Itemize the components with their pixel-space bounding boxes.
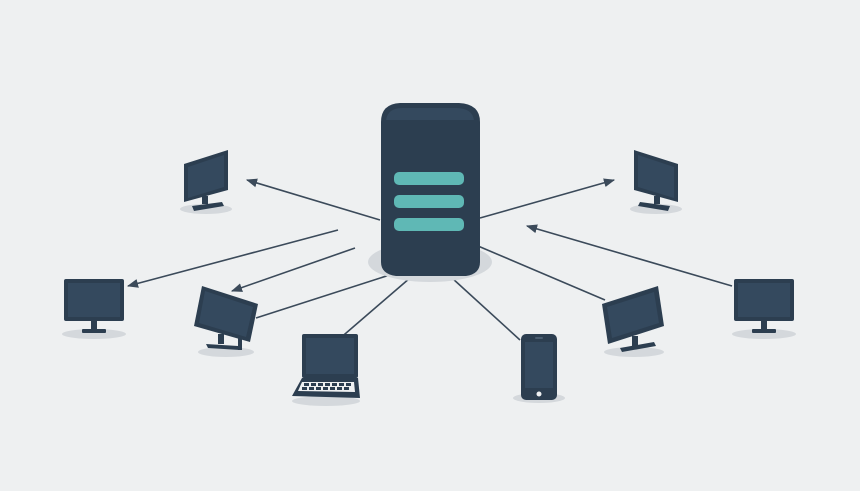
desktop-monitor-icon xyxy=(630,150,682,214)
connector-monitor-angled-right xyxy=(477,245,606,301)
server-tower-icon xyxy=(368,103,492,282)
server-status-bar-2 xyxy=(394,195,464,208)
desktop-monitor-icon xyxy=(194,286,258,357)
connector-smartphone xyxy=(451,277,521,341)
server-status-bar-1 xyxy=(394,172,464,185)
desktop-monitor-icon xyxy=(180,150,232,214)
connector-laptop xyxy=(337,277,411,341)
connector-monitor-angled-left-2 xyxy=(255,269,406,319)
laptop-icon xyxy=(292,334,360,406)
desktop-monitor-icon xyxy=(62,279,126,339)
desktop-monitor-icon xyxy=(602,286,664,357)
connector-monitor-angled-left xyxy=(230,247,356,292)
connector-monitor-far-left xyxy=(126,229,339,288)
connector-lines xyxy=(126,178,733,341)
connector-monitor-top-right xyxy=(479,178,616,219)
smartphone-icon xyxy=(513,334,565,403)
connector-monitor-far-right xyxy=(525,224,733,287)
server-status-bar-3 xyxy=(394,218,464,231)
connector-monitor-top-left xyxy=(245,178,381,221)
desktop-monitor-icon xyxy=(732,279,796,339)
